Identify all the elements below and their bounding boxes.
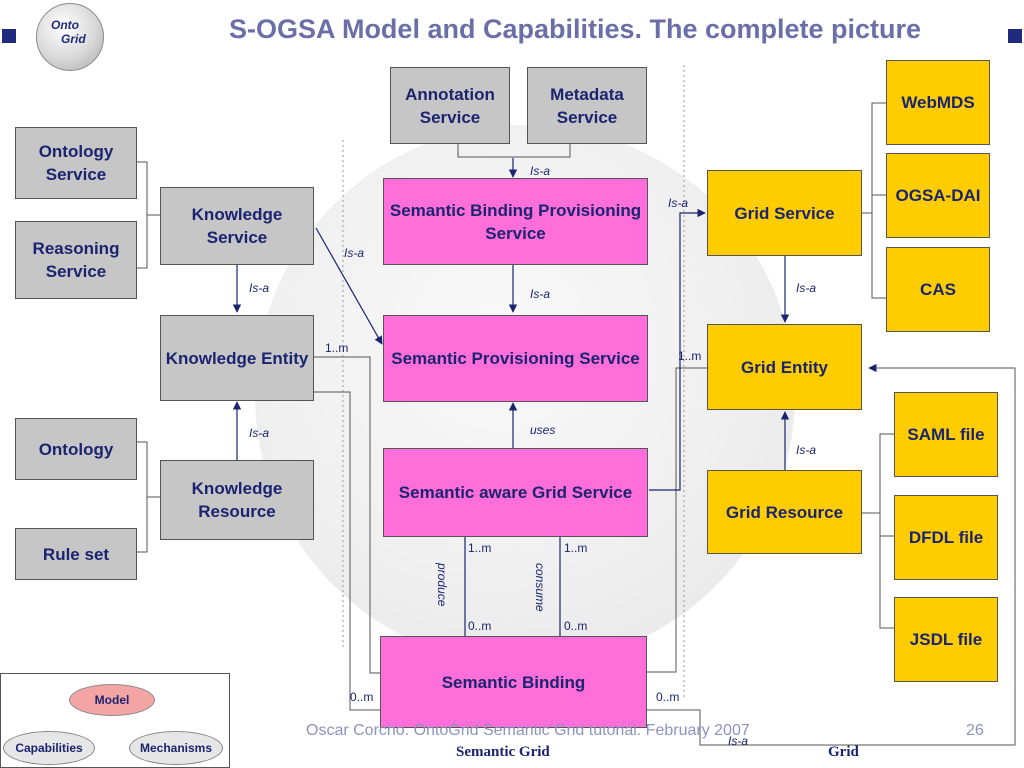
mult-label-consume-bottom: 0..m (564, 619, 588, 633)
saml-file-box: SAML file (894, 392, 998, 477)
dfdl-file-box: DFDL file (894, 495, 998, 580)
grid-service-box: Grid Service (707, 170, 862, 256)
is-a-label-sbps: Is-a (530, 164, 551, 178)
produce-label: produce (435, 563, 449, 607)
is-a-label-grid-service: Is-a (668, 196, 689, 210)
legend: Model Capabilities Mechanisms (0, 673, 230, 768)
mult-label-produce-top: 1..m (468, 541, 492, 555)
grid-entity-box: Grid Entity (707, 324, 862, 410)
knowledge-entity-box: Knowledge Entity (160, 315, 314, 401)
consume-label: consume (533, 563, 547, 612)
is-a-label-knowledge-service: Is-a (344, 246, 365, 260)
title-bullet-left (2, 29, 16, 43)
page-number: 26 (966, 722, 984, 739)
jsdl-file-box: JSDL file (894, 597, 998, 682)
grid-label: Grid (828, 744, 859, 760)
semantic-binding-provisioning-service-box: Semantic Binding Provisioning Service (383, 178, 648, 265)
semantic-grid-label: Semantic Grid (456, 744, 550, 760)
mult-label-right-binding: 0..m (656, 690, 680, 704)
mult-label-grid-entity: 1..m (678, 349, 702, 363)
footer-text: Oscar Corcho. OntoGrid Semantic Grid tut… (306, 722, 750, 739)
metadata-service-box: Metadata Service (527, 67, 647, 144)
mult-label-knowledge-entity: 1..m (325, 341, 349, 355)
ogsa-dai-box: OGSA-DAI (886, 153, 990, 238)
semantic-binding-box: Semantic Binding (380, 636, 647, 728)
legend-mechanisms: Mechanisms (129, 731, 223, 765)
is-a-label-sps: Is-a (530, 287, 551, 301)
title-bullet-right (1008, 29, 1022, 43)
is-a-label-knowledge-resource: Is-a (249, 426, 270, 440)
uses-label: uses (530, 423, 556, 437)
cas-box: CAS (886, 247, 990, 332)
is-a-label-grid-resource: Is-a (796, 443, 817, 457)
is-a-label-bottom: Is-a (728, 734, 749, 748)
webmds-box: WebMDS (886, 60, 990, 145)
knowledge-service-box: Knowledge Service (160, 187, 314, 265)
mult-label-left-binding: 0..m (350, 690, 374, 704)
ontology-service-box: Ontology Service (15, 127, 137, 199)
mult-label-produce-bottom: 0..m (468, 619, 492, 633)
is-a-label-grid-entity: Is-a (796, 281, 817, 295)
knowledge-resource-box: Knowledge Resource (160, 460, 314, 540)
annotation-service-box: Annotation Service (390, 67, 510, 144)
semantic-aware-grid-service-box: Semantic aware Grid Service (383, 448, 648, 537)
legend-model: Model (69, 684, 155, 716)
semantic-provisioning-service-box: Semantic Provisioning Service (383, 315, 648, 402)
rule-set-box: Rule set (15, 528, 137, 580)
page-title: S-OGSA Model and Capabilities. The compl… (228, 14, 922, 44)
reasoning-service-box: Reasoning Service (15, 221, 137, 299)
legend-capabilities: Capabilities (3, 731, 95, 765)
is-a-label-knowledge-entity: Is-a (249, 281, 270, 295)
ontology-box: Ontology (15, 418, 137, 480)
mult-label-consume-top: 1..m (564, 541, 588, 555)
grid-resource-box: Grid Resource (707, 470, 862, 554)
